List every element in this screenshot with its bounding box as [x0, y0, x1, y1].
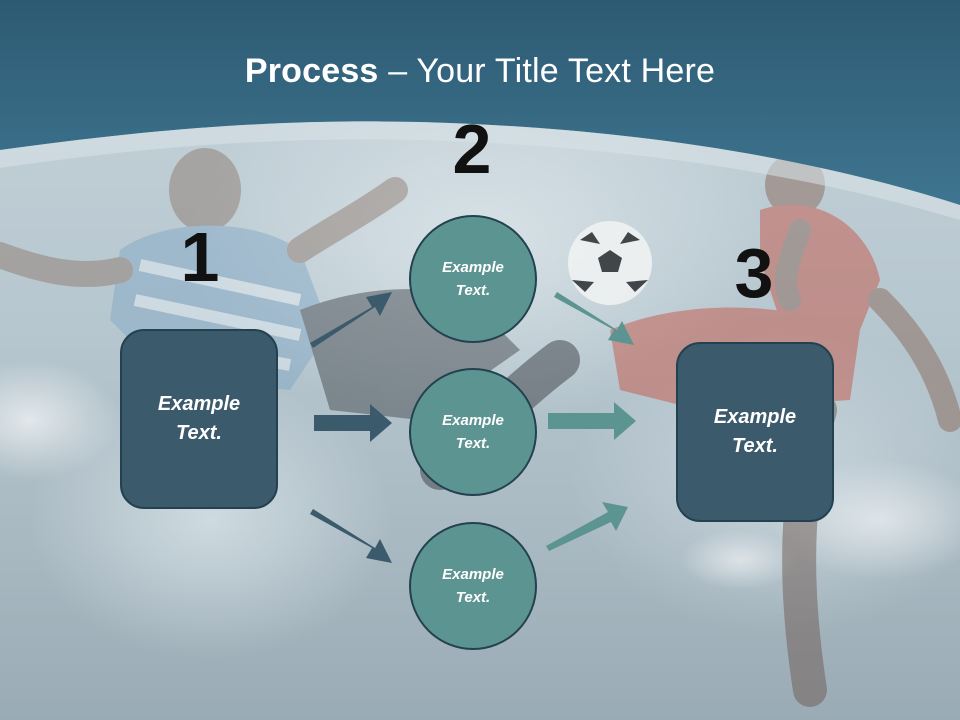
circle-top-text: Example Text. — [442, 259, 504, 299]
step-2-circle-middle: Example Text. — [409, 368, 537, 496]
step-1-box: Example Text. — [120, 329, 278, 509]
soccer-ball-icon — [568, 221, 652, 305]
step-1-text: Example Text. — [157, 393, 241, 444]
step-3-box: Example Text. — [676, 342, 834, 522]
title-strong: Process — [244, 52, 379, 90]
slide-title: Process – Your Title Text Here — [0, 52, 960, 91]
header-band — [0, 0, 960, 220]
step-2-circle-bottom: Example Text. — [409, 522, 537, 650]
step-2-circle-top: Example Text. — [409, 215, 537, 343]
step-3-text: Example Text. — [713, 406, 797, 457]
step-number-3: 3 — [734, 234, 774, 312]
circle-middle-text: Example Text. — [442, 412, 504, 452]
title-rest: – Your Title Text Here — [378, 52, 716, 90]
step-number-1: 1 — [180, 218, 220, 296]
step-number-2: 2 — [452, 110, 492, 188]
circle-bottom-text: Example Text. — [442, 566, 504, 606]
